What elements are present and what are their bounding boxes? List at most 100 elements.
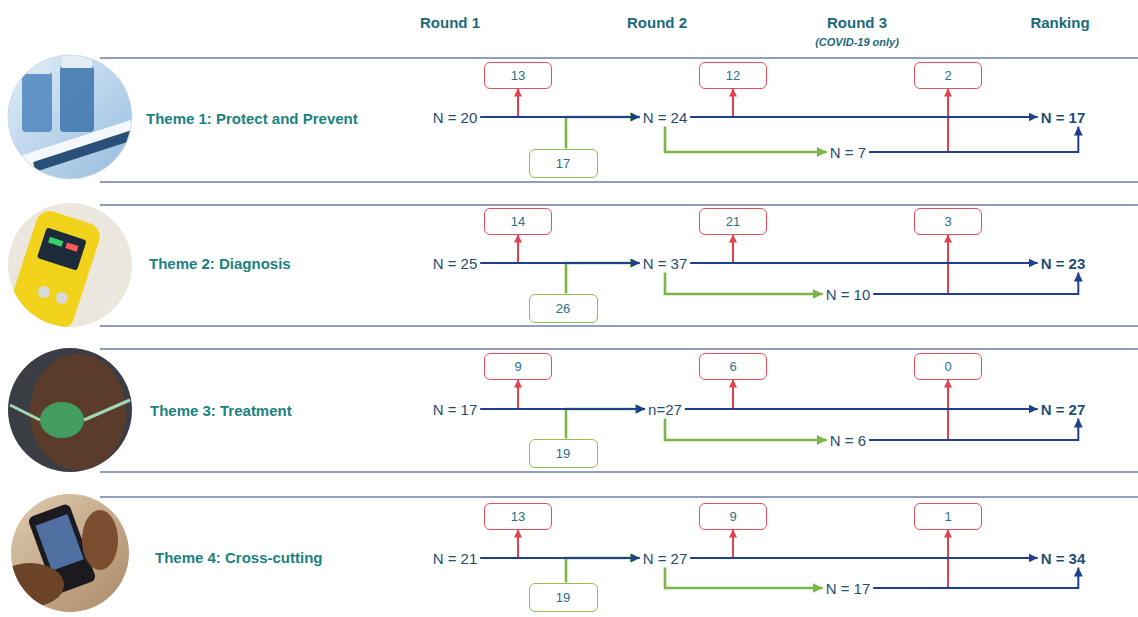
node-text: N = 24 <box>643 109 688 126</box>
theme-title: Theme 3: Treatment <box>150 402 292 419</box>
node-text: 2 <box>944 68 951 83</box>
column-heading: Round 2 <box>627 14 687 31</box>
band-rules <box>100 58 1138 497</box>
red-flow-arrow <box>690 235 733 264</box>
oximeter-photo <box>0 200 140 340</box>
theme-title: Theme 1: Protect and Prevent <box>146 110 358 127</box>
ranking-count: N = 17 <box>1038 108 1089 127</box>
node-text: N = 23 <box>1041 255 1086 272</box>
blue-flow-arrow <box>869 127 1078 153</box>
removed-count-box: 13 <box>484 62 552 89</box>
round-count: N = 10 <box>823 285 874 304</box>
red-flow-arrow <box>480 89 518 118</box>
red-flow-arrow <box>873 235 948 295</box>
green-flow-arrow <box>566 117 640 149</box>
removed-count-box: 9 <box>484 353 552 380</box>
node-text: 12 <box>726 68 740 83</box>
round-count: N = 24 <box>640 108 691 127</box>
phone-photo <box>0 490 140 617</box>
blue-flow-arrow <box>690 116 1037 118</box>
node-text: N = 20 <box>433 109 478 126</box>
node-text: N = 10 <box>826 286 871 303</box>
node-text: 19 <box>556 446 570 461</box>
node-text: N = 37 <box>643 255 688 272</box>
blue-flow-arrow <box>690 262 1037 264</box>
red-flow-arrow <box>690 89 733 118</box>
node-text: N = 6 <box>830 432 866 449</box>
added-count-box: 19 <box>529 583 598 612</box>
band-rule <box>100 349 1138 350</box>
added-count-box: 17 <box>529 149 598 178</box>
round-count: N = 21 <box>430 549 481 568</box>
column-note: (COVID-19 only) <box>815 36 899 48</box>
round-count: N = 20 <box>430 108 481 127</box>
node-text: 21 <box>726 214 740 229</box>
node-text: 26 <box>556 301 570 316</box>
removed-count-box: 1 <box>914 503 982 530</box>
ranking-count: N = 27 <box>1038 400 1089 419</box>
node-text: n=27 <box>648 401 682 418</box>
band-rule <box>100 182 1138 183</box>
green-flow-arrow <box>665 127 827 153</box>
band-rule <box>100 472 1138 473</box>
node-text: N = 17 <box>433 401 478 418</box>
theme-title: Theme 4: Cross-cutting <box>155 549 323 566</box>
blue-flow-arrow <box>480 557 639 559</box>
removed-count-box: 21 <box>699 208 767 235</box>
column-heading: Round 3 <box>827 14 887 31</box>
red-flow-arrow <box>690 530 733 559</box>
band-rule <box>100 205 1138 206</box>
red-flow-arrow <box>480 380 518 410</box>
green-flow-arrow <box>566 409 645 439</box>
ranking-count: N = 34 <box>1038 549 1089 568</box>
round-count: N = 6 <box>827 431 869 450</box>
added-count-box: 26 <box>529 294 598 323</box>
node-text: 9 <box>514 359 521 374</box>
removed-count-box: 3 <box>914 208 982 235</box>
blue-flow-arrow <box>480 408 645 410</box>
red-flow-arrow <box>869 89 948 153</box>
blue-flow-arrow <box>873 568 1078 589</box>
green-flow-arrow <box>665 568 823 589</box>
node-text: 19 <box>556 590 570 605</box>
round-count: N = 7 <box>827 143 869 162</box>
green-flow-arrow <box>566 558 640 583</box>
node-text: N = 7 <box>830 144 866 161</box>
node-text: 9 <box>729 509 736 524</box>
blue-flow-arrow <box>685 408 1038 410</box>
node-text: 1 <box>944 509 951 524</box>
removed-count-box: 14 <box>484 208 552 235</box>
node-text: 14 <box>511 214 525 229</box>
band-rule <box>100 497 1138 498</box>
red-flow-arrow <box>480 530 518 559</box>
removed-count-box: 0 <box>914 353 982 380</box>
node-text: 13 <box>511 509 525 524</box>
blue-flow-arrow <box>873 273 1078 295</box>
green-flow-arrow <box>665 419 827 441</box>
blue-flow-arrow <box>690 557 1037 559</box>
removed-count-box: 13 <box>484 503 552 530</box>
band-rule <box>100 58 1138 59</box>
column-heading: Round 1 <box>420 14 480 31</box>
round-count: N = 25 <box>430 254 481 273</box>
node-text: N = 27 <box>1041 401 1086 418</box>
node-text: N = 17 <box>826 580 871 597</box>
node-text: N = 17 <box>1041 109 1086 126</box>
red-flow-arrow <box>480 235 518 264</box>
removed-count-box: 6 <box>699 353 767 380</box>
band-rule <box>100 326 1138 327</box>
node-text: N = 21 <box>433 550 478 567</box>
ranking-count: N = 23 <box>1038 254 1089 273</box>
node-text: 13 <box>511 68 525 83</box>
green-flow-arrow <box>665 273 823 295</box>
node-text: N = 34 <box>1041 550 1086 567</box>
oxygen-mask-photo <box>0 345 140 475</box>
node-text: N = 25 <box>433 255 478 272</box>
red-flow-arrow <box>685 380 733 410</box>
round-count: N = 37 <box>640 254 691 273</box>
round-count: n=27 <box>645 400 685 419</box>
node-text: 3 <box>944 214 951 229</box>
round-count: N = 27 <box>640 549 691 568</box>
blue-flow-arrow <box>480 116 639 118</box>
